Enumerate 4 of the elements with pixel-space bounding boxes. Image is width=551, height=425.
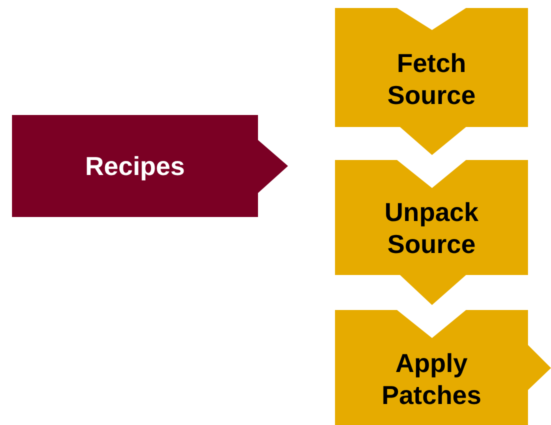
step-label: Recipes bbox=[85, 150, 185, 182]
step-label: Unpack Source bbox=[384, 196, 480, 260]
step-label: Fetch Source bbox=[386, 46, 477, 110]
step-label: Apply Patches bbox=[380, 346, 482, 410]
